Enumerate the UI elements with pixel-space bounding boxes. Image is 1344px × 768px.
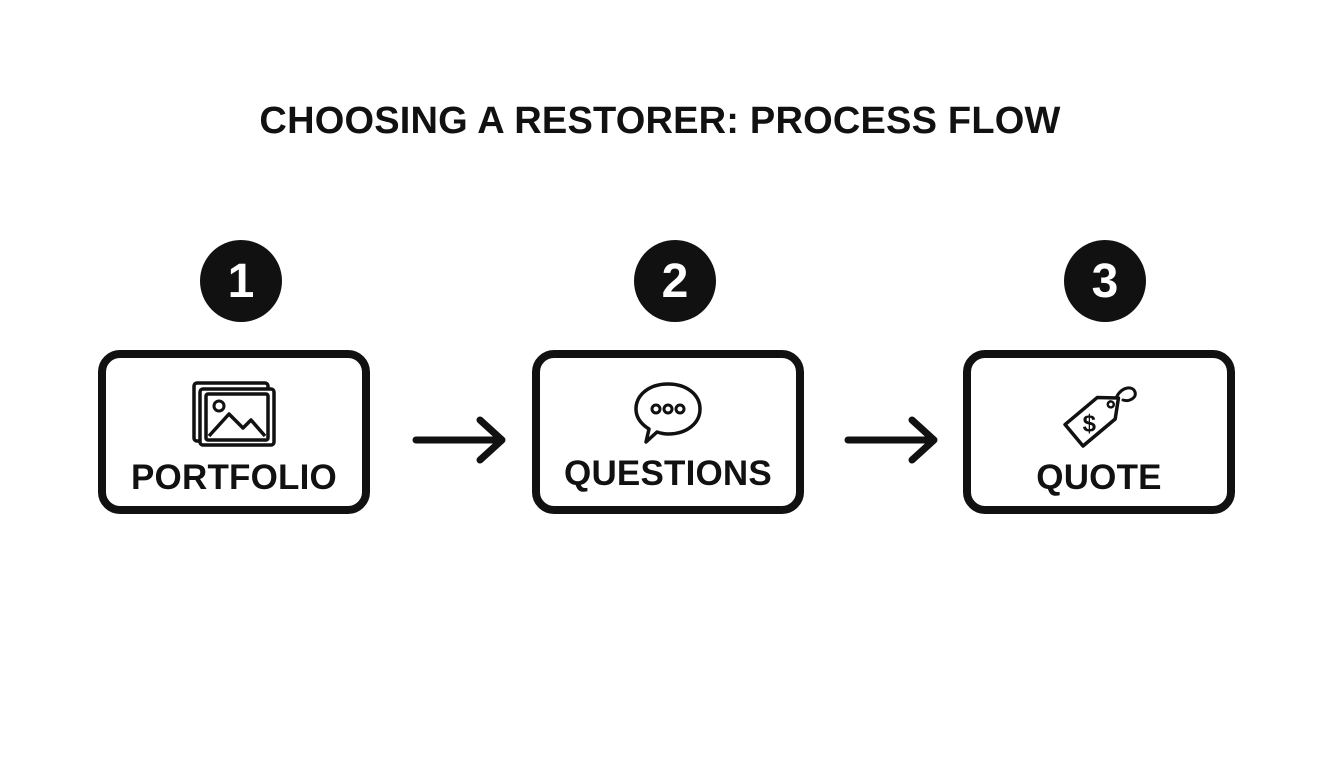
speech-bubble-icon xyxy=(634,382,702,444)
step-2-label: QUESTIONS xyxy=(564,454,772,493)
arrow-right-icon xyxy=(844,416,938,464)
step-3-label: QUOTE xyxy=(1036,458,1162,497)
step-1-number: 1 xyxy=(227,254,255,308)
step-2-number-badge: 2 xyxy=(634,240,716,322)
image-gallery-icon xyxy=(192,381,276,447)
step-2-number: 2 xyxy=(661,254,689,308)
step-1-label: PORTFOLIO xyxy=(131,458,337,497)
step-2-box: QUESTIONS xyxy=(532,350,804,514)
step-3-number: 3 xyxy=(1091,254,1119,308)
arrow-right-icon xyxy=(412,416,506,464)
step-3-box: $ QUOTE xyxy=(963,350,1235,514)
price-tag-icon: $ xyxy=(1063,386,1137,448)
svg-text:$: $ xyxy=(1083,410,1097,437)
step-1-box: PORTFOLIO xyxy=(98,350,370,514)
step-3-number-badge: 3 xyxy=(1064,240,1146,322)
step-1-number-badge: 1 xyxy=(200,240,282,322)
diagram-title: CHOOSING A RESTORER: PROCESS FLOW xyxy=(259,100,1061,142)
